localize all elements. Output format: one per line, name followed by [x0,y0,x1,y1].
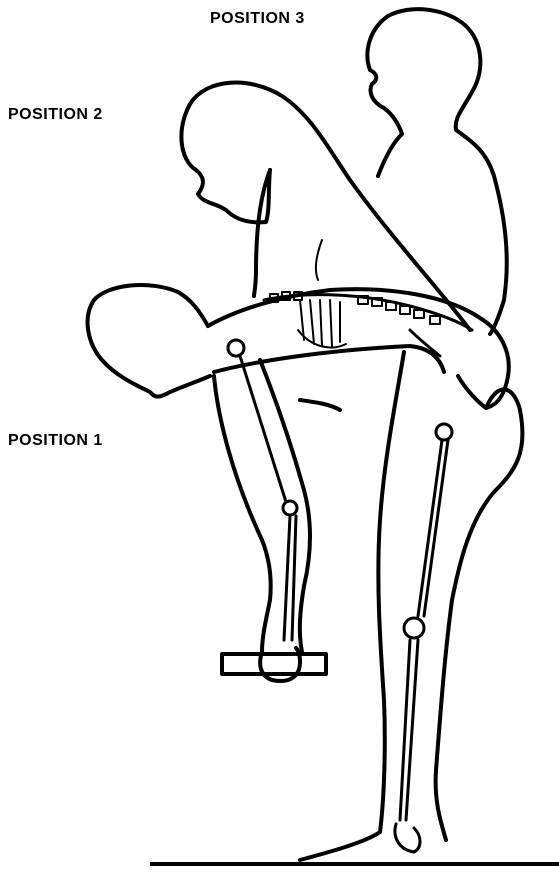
position-1-ribcage [298,300,346,348]
position-1-rear-leg [436,389,523,840]
position-1-elbow-joint [283,501,297,515]
position-1-front-leg [300,352,404,860]
figure-position-2 [181,83,470,330]
position-1-forearm [284,516,296,640]
position-1-shoulder-joint [228,340,244,356]
weight-bar [222,654,326,674]
lifted-weight [222,648,326,681]
position-3-chin-neck [378,108,402,176]
position-2-head-outline [181,83,470,330]
position-1-femur [418,440,448,616]
position-2-arm-hint [316,240,322,280]
position-1-arm-outer [214,376,271,652]
figure-position-3 [367,9,506,334]
position-1-pelvis [410,330,440,356]
position-1-tibia [400,640,418,820]
position-1-belly [214,346,444,372]
position-1-hip-joint [436,424,452,440]
position-3-head-outline [367,9,506,334]
position-1-head-outline [88,285,210,397]
figure-position-1 [88,285,523,860]
position-1-back-thigh [300,400,340,410]
position-1-humerus [240,356,286,502]
position-1-foot-bones [395,824,420,852]
position-1-knee-joint [404,618,424,638]
